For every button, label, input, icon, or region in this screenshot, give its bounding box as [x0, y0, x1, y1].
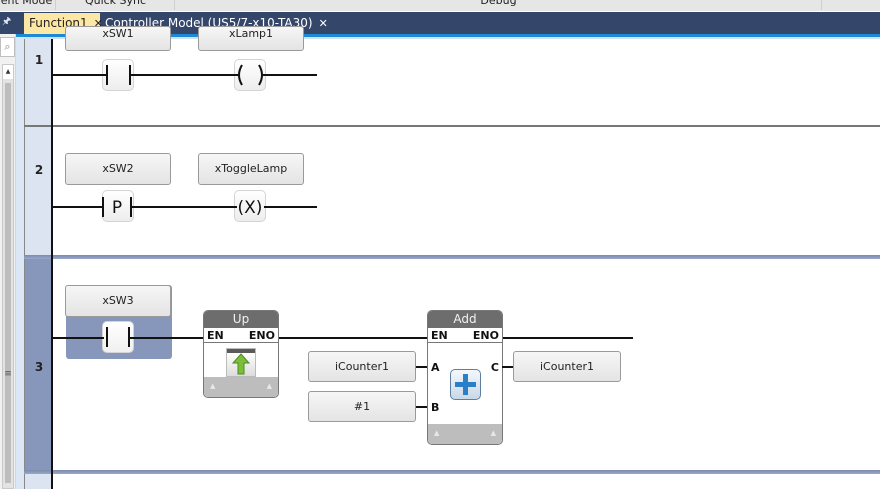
toolbar-debug-button[interactable]: Debug	[176, 0, 822, 10]
block-title: Add	[428, 311, 502, 328]
block-ports: EN ENO	[204, 328, 278, 343]
power-rail	[51, 39, 53, 489]
wire	[416, 406, 428, 408]
block-footer: ▲ ▲	[204, 377, 278, 397]
expand-icon[interactable]: ▲	[434, 429, 440, 437]
tab-underline	[24, 37, 880, 39]
rung-number-label: 2	[34, 163, 44, 177]
up-arrow-icon	[226, 348, 256, 377]
add-input-a-variable[interactable]: iCounter1	[308, 351, 416, 382]
gutter-edge	[16, 37, 24, 489]
coil-right-paren	[258, 64, 263, 86]
close-icon[interactable]: ✕	[93, 17, 103, 30]
wire	[52, 337, 104, 339]
rung-2-wiring: P (X)	[52, 197, 317, 218]
rung-separator	[24, 470, 880, 474]
wire	[502, 337, 633, 339]
rung-1-wiring	[52, 64, 317, 86]
grip-icon: ≡	[4, 369, 12, 379]
en-port[interactable]: EN	[431, 329, 448, 342]
search-icon[interactable]: ⌕	[0, 37, 15, 57]
function-block-up[interactable]: Up EN ENO ▲ ▲	[203, 310, 279, 398]
scroll-up-icon[interactable]: ▲	[3, 65, 13, 79]
p-contact-label: P	[112, 198, 122, 218]
contact-variable[interactable]: xSW1	[65, 26, 171, 51]
rung-separator	[24, 255, 880, 259]
plus-icon	[450, 369, 481, 400]
rung-number-3[interactable]: 3	[24, 256, 52, 471]
toolbar-quick-sync-button[interactable]: Quick Sync	[57, 0, 175, 10]
block-ports: EN ENO	[428, 328, 502, 343]
add-input-b-variable[interactable]: #1	[308, 391, 416, 422]
rung-number-label: 3	[34, 360, 44, 374]
expand-icon[interactable]: ▲	[266, 382, 272, 390]
close-icon[interactable]: ✕	[318, 17, 328, 30]
rung-number-2[interactable]: 2	[24, 127, 52, 256]
port-b[interactable]: B	[431, 401, 440, 414]
pin-icon[interactable]: 🖈	[2, 16, 12, 27]
wire	[130, 337, 203, 339]
en-port[interactable]: EN	[207, 329, 224, 342]
add-output-c-variable[interactable]: iCounter1	[513, 351, 621, 382]
rung-number-4[interactable]	[24, 474, 52, 489]
expand-icon[interactable]: ▲	[210, 382, 216, 390]
contact-bars	[106, 327, 130, 347]
rung-number-1[interactable]: 1	[24, 39, 52, 125]
port-a[interactable]: A	[431, 361, 440, 374]
block-footer: ▲ ▲	[428, 424, 502, 444]
wire	[278, 337, 427, 339]
toolbar-mode-button[interactable]: ent Mode	[0, 0, 56, 10]
scroll-thumb[interactable]	[5, 83, 11, 483]
wire	[502, 366, 514, 368]
coil-variable[interactable]: xLamp1	[198, 26, 304, 51]
contact-variable[interactable]: xSW2	[65, 153, 171, 185]
eno-port[interactable]: ENO	[472, 329, 499, 342]
toggle-coil-label: (X)	[238, 198, 263, 218]
wire	[416, 366, 428, 368]
vertical-scrollbar[interactable]: ▲ ≡	[2, 64, 14, 489]
rung-number-label: 1	[34, 53, 44, 67]
expand-icon[interactable]: ▲	[490, 429, 496, 437]
function-block-add[interactable]: Add EN ENO A B C ▲ ▲	[427, 310, 503, 445]
coil-variable[interactable]: xToggleLamp	[198, 153, 304, 185]
rung-separator	[24, 125, 880, 127]
tab-accent-line	[0, 34, 880, 37]
block-title: Up	[204, 311, 278, 328]
coil-left-paren	[238, 64, 243, 86]
eno-port[interactable]: ENO	[248, 329, 275, 342]
port-c[interactable]: C	[490, 361, 499, 374]
contact-variable[interactable]: xSW3	[65, 285, 171, 317]
